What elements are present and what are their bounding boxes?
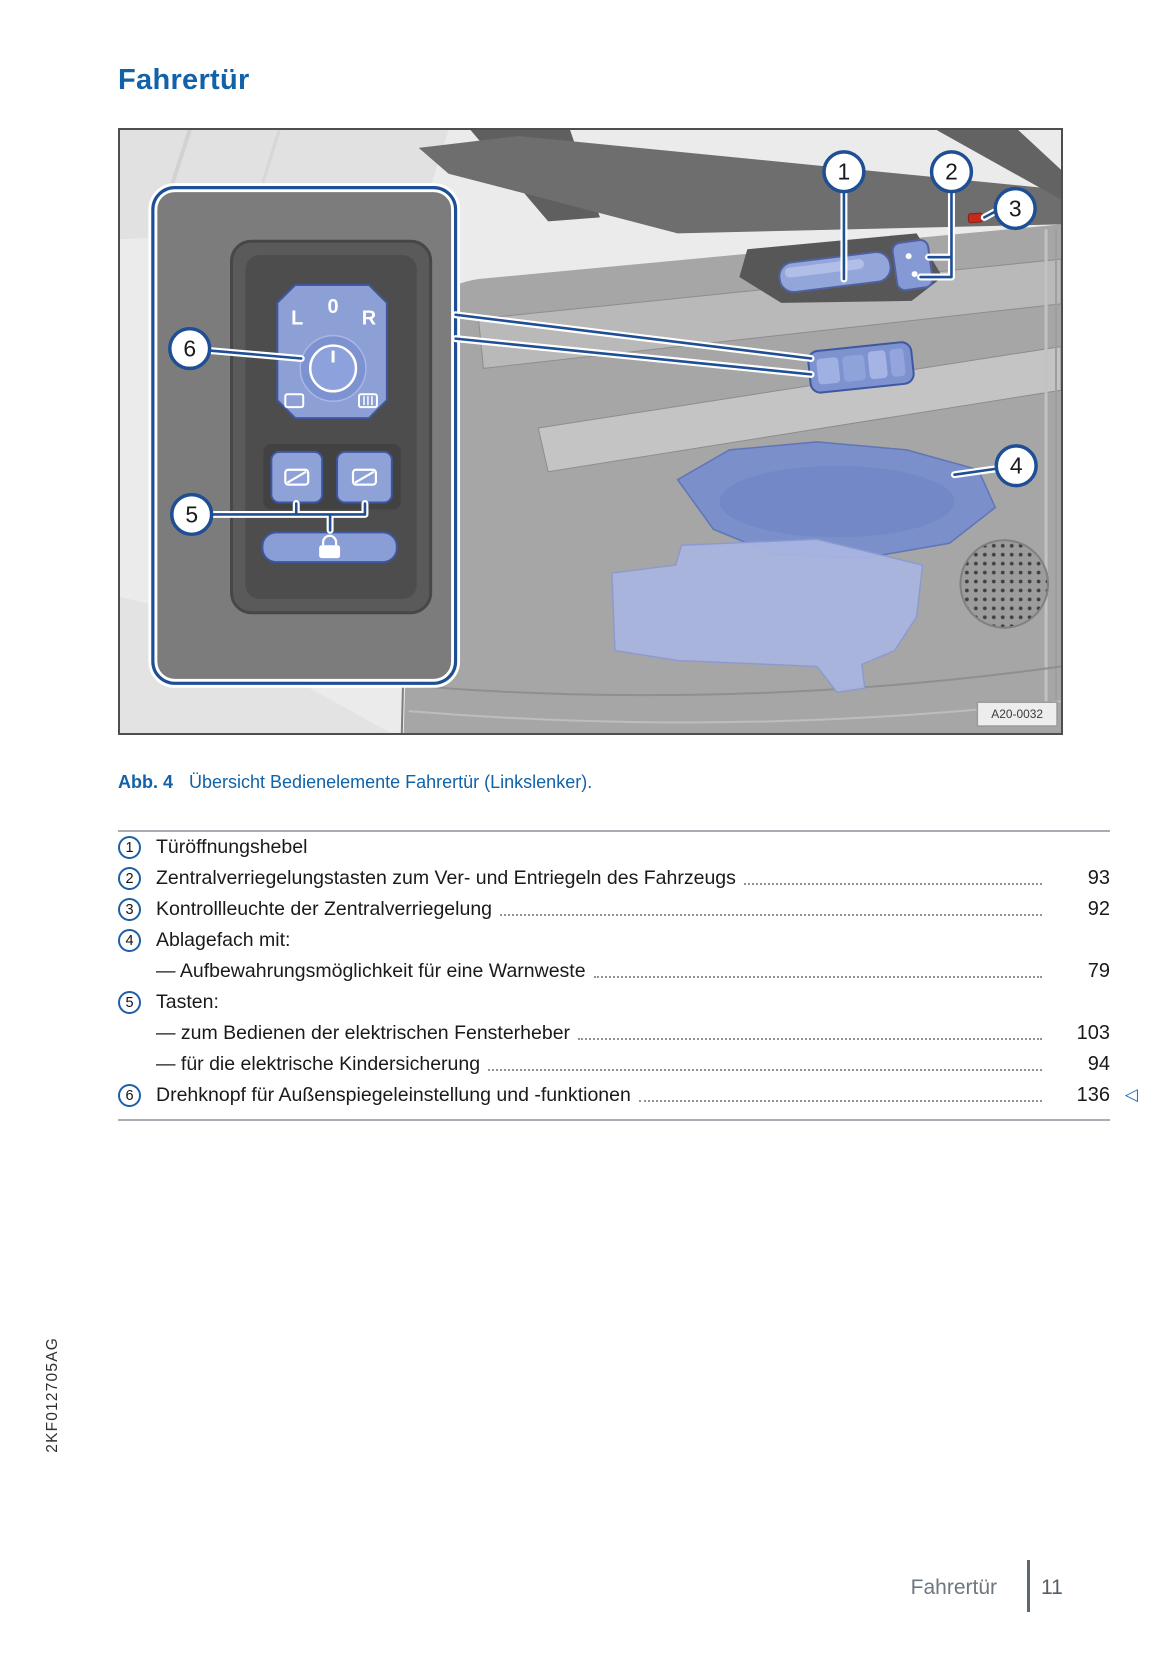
footer-section-title: Fahrertür bbox=[910, 1576, 997, 1599]
legend-num: 3 bbox=[118, 898, 141, 921]
image-code-box: A20-0032 bbox=[976, 701, 1058, 727]
callout-lines bbox=[206, 188, 1000, 534]
callout-2: 2 bbox=[929, 150, 974, 194]
legend-item-4: 4 Ablagefach mit: bbox=[118, 925, 1110, 956]
svg-text:4: 4 bbox=[1010, 453, 1023, 479]
inset-connector-lines bbox=[452, 311, 815, 378]
svg-text:6: 6 bbox=[183, 336, 196, 362]
inset-frame bbox=[151, 186, 458, 685]
legend-item-2: 2 Zentralverriegelungstasten zum Ver- un… bbox=[118, 863, 1110, 894]
legend-top-rule bbox=[118, 830, 1110, 832]
caption-label: Abb. 4 bbox=[118, 772, 174, 792]
lock-icon bbox=[322, 534, 338, 546]
speaker-grille bbox=[959, 539, 1050, 629]
window-icon bbox=[284, 468, 310, 486]
svg-text:2: 2 bbox=[945, 159, 958, 185]
legend-item-3: 3 Kontrollleuchte der Zentralverriegelun… bbox=[118, 894, 1110, 925]
svg-text:1: 1 bbox=[838, 159, 851, 185]
legend-item-1: 1 Türöffnungshebel bbox=[118, 832, 1110, 863]
legend-num: 6 bbox=[118, 1084, 141, 1107]
legend-list: 1 Türöffnungshebel 2 Zentralverriegelung… bbox=[118, 830, 1138, 1121]
callout-6: 6 bbox=[168, 326, 212, 371]
legend-num: 5 bbox=[118, 991, 141, 1014]
dot-leader bbox=[488, 1069, 1042, 1071]
page-ref: 103 bbox=[1076, 1022, 1110, 1044]
legend-num: 2 bbox=[118, 867, 141, 890]
window-icon bbox=[351, 468, 378, 486]
door-illustration: L 0 R bbox=[120, 130, 1061, 733]
callout-1: 1 bbox=[822, 150, 866, 194]
mirror-heat-icon bbox=[357, 393, 378, 409]
window-lifter-buttons bbox=[263, 443, 401, 510]
dot-leader bbox=[743, 883, 1042, 885]
door-figure: L 0 R bbox=[118, 128, 1063, 735]
callout-4: 4 bbox=[994, 444, 1038, 488]
legend-subitem: — für die elektrische Kindersicherung 94 bbox=[156, 1053, 1110, 1075]
legend-subitem: — Aufbewahrungsmöglichkeit für eine Warn… bbox=[156, 960, 1110, 982]
page-ref: 92 bbox=[1087, 898, 1110, 920]
page-ref: 93 bbox=[1087, 867, 1110, 889]
mirror-label-center: 0 bbox=[328, 296, 339, 318]
legend-num: 4 bbox=[118, 929, 141, 952]
footer-divider bbox=[1027, 1560, 1030, 1612]
svg-text:3: 3 bbox=[1009, 195, 1022, 221]
dot-leader bbox=[593, 976, 1042, 978]
svg-text:5: 5 bbox=[185, 501, 198, 527]
central-locking-buttons bbox=[891, 239, 934, 292]
image-code: A20-0032 bbox=[991, 707, 1043, 721]
child-lock-button bbox=[261, 531, 398, 564]
storage-compartment-highlight bbox=[611, 441, 997, 694]
figure-caption: Abb. 4 Übersicht Bedienelemente Fahrertür… bbox=[118, 772, 1063, 793]
mirror-fold-icon bbox=[284, 393, 305, 409]
page-ref: 136 bbox=[1076, 1084, 1110, 1106]
dot-leader bbox=[638, 1100, 1042, 1102]
footer-page-number: 11 bbox=[1041, 1576, 1063, 1599]
mirror-label-left: L bbox=[291, 308, 303, 330]
legend-bottom-rule bbox=[118, 1119, 1110, 1121]
callout-5: 5 bbox=[170, 492, 214, 537]
continuation-triangle-icon: ◁ bbox=[1124, 1085, 1138, 1104]
mirror-adjust-knob: L 0 R bbox=[276, 283, 388, 420]
inset-panel: L 0 R bbox=[148, 183, 461, 688]
lock-indicator-light bbox=[967, 212, 984, 224]
legend-item-6: 6 Drehknopf für Außenspiegeleinstellung … bbox=[118, 1080, 1110, 1111]
callout-3: 3 bbox=[993, 186, 1037, 231]
dot-leader bbox=[578, 1038, 1042, 1040]
armrest-switch-panel bbox=[807, 341, 915, 394]
caption-text: Übersicht Bedienelemente Fahrertür (Link… bbox=[189, 772, 593, 792]
legend-num: 1 bbox=[118, 836, 141, 859]
legend-subitem: — zum Bedienen der elektrischen Fensterh… bbox=[156, 1022, 1110, 1044]
page-title: Fahrertür bbox=[118, 64, 250, 96]
mirror-label-right: R bbox=[362, 308, 376, 330]
dot-leader bbox=[500, 914, 1042, 916]
page-ref: 94 bbox=[1087, 1053, 1110, 1075]
page-ref: 79 bbox=[1087, 960, 1110, 982]
legend-item-5: 5 Tasten: bbox=[118, 987, 1110, 1018]
window-sill bbox=[418, 135, 1061, 234]
document-code: 2KF012705AG bbox=[44, 1337, 61, 1453]
